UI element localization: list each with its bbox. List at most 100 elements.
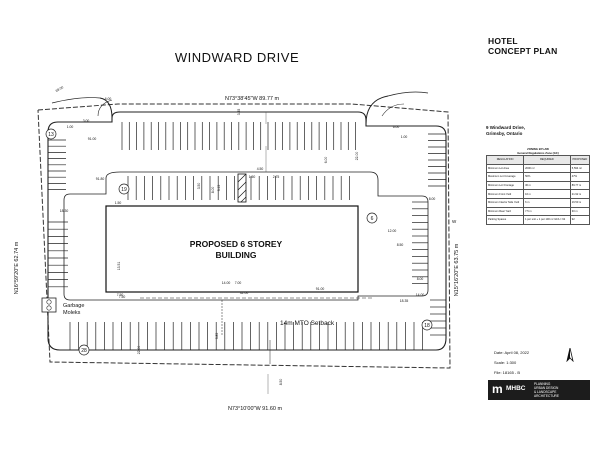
- entrance-west-curb-2: [97, 99, 113, 117]
- bearing-south: N73°10'00"W 91.60 m: [228, 406, 283, 412]
- table-cell: Minimum Lot Area: [485, 163, 525, 174]
- road-edge-east: [387, 91, 429, 97]
- bearing-north: N73°38'45"W 89.77 m: [225, 96, 280, 102]
- dimension-label: 3.35: [237, 109, 241, 116]
- dimension-label: 8.00: [417, 277, 424, 281]
- logo-mark: m: [492, 382, 503, 396]
- table-header: REQUIRED: [523, 155, 571, 165]
- parking-stalls-north: [121, 122, 356, 150]
- north-arrow-icon: [566, 348, 574, 362]
- logo-brand: MHBC: [506, 385, 526, 392]
- dimension-label: 8.00: [211, 187, 215, 194]
- garbage-enclosure: [41, 297, 57, 313]
- stall-count-19: 19: [118, 183, 130, 195]
- dimension-label: 1.00: [67, 125, 74, 129]
- building-label-line2: BUILDING: [215, 250, 256, 260]
- dimension-label: 3.85: [215, 333, 219, 340]
- dimension-label: 2.75: [273, 175, 280, 179]
- dimension-label: 7.50: [119, 295, 126, 299]
- dimension-label: 32.00: [240, 291, 249, 295]
- dimension-label: 14.00: [416, 293, 425, 297]
- title-block: HOTEL CONCEPT PLAN 9 Windward Drive, Gri…: [480, 30, 596, 460]
- address-line2: Grimsby, Ontario: [486, 130, 523, 136]
- sheet-title-line1: HOTEL: [488, 36, 518, 46]
- dimension-label: 13.51: [117, 262, 121, 271]
- street-label: WINDWARD DRIVE: [175, 50, 299, 65]
- table-cell: 1 per unit + 1 per 100 m² GFA = 92: [523, 215, 571, 225]
- table-cell: 7.5 m: [523, 206, 571, 217]
- dimension-label: 8.50: [279, 379, 283, 386]
- bearing-west: N16°59'20"E 62.74 m: [14, 241, 20, 294]
- table-cell: 6 m: [523, 197, 571, 208]
- zoning-table-subcaption: General Regulations Zone (GC): [517, 151, 559, 155]
- setback-label: 14m MTO Setback: [280, 320, 335, 327]
- entrance-west-curb: [99, 97, 113, 119]
- inner-island: [63, 171, 429, 301]
- dimension-label: 4.50: [257, 167, 264, 171]
- parking-stalls-east: [412, 133, 446, 336]
- address-line1: 9 Windward Drive,: [486, 125, 525, 130]
- table-cell: 30 m: [569, 206, 591, 217]
- table-cell: Minimum Lot Frontage: [485, 180, 525, 191]
- road-edge-west: [51, 97, 101, 104]
- dimension-label: 3.50: [197, 183, 201, 190]
- drawing-scale: Scale: 1:300: [494, 360, 517, 365]
- dimension-label: 1.50: [115, 201, 122, 205]
- svg-text:28: 28: [81, 348, 87, 354]
- dimension-label: 12.00: [388, 229, 397, 233]
- loading-bay: [237, 173, 247, 203]
- zoning-table-caption: ZONING BYLAW: [527, 147, 549, 151]
- dimension-label: 22.00: [137, 346, 141, 355]
- table-cell: 16.50 m: [569, 197, 591, 208]
- stall-count-6: 6: [366, 212, 378, 224]
- dimension-label: 6.00: [324, 157, 328, 164]
- dimension-label: 69.00: [55, 85, 64, 93]
- dimension-label: 18.35: [400, 299, 409, 303]
- dimension-label: 8.00: [429, 197, 436, 201]
- stall-count-13: 13: [45, 128, 57, 140]
- dimension-label: 22.00: [355, 152, 359, 161]
- parking-stalls-west: [48, 139, 68, 288]
- table-cell: 89.77 m: [569, 180, 591, 191]
- dimension-label: 91.80: [96, 177, 105, 181]
- firm-logo: m MHBC PLANNING URBAN DESIGN & LANDSCAPE…: [488, 380, 590, 400]
- table-cell: 16 m: [523, 189, 571, 199]
- table-header: PROPOSED: [569, 155, 591, 165]
- svg-text:6: 6: [371, 216, 374, 222]
- stall-count-28: 28: [78, 344, 90, 356]
- table-cell: 30 m: [523, 180, 571, 191]
- table-cell: Minimum Front Yard: [485, 189, 525, 199]
- stall-count-18: 18: [421, 319, 433, 331]
- drawing-file: File: 18165 - B: [494, 370, 521, 375]
- dimension-label: 91.00: [88, 137, 97, 141]
- zoning-table: ZONING BYLAW General Regulations Zone (G…: [485, 147, 591, 225]
- table-cell: Maximum Lot Coverage: [485, 172, 525, 182]
- dimension-label: 18.30: [60, 209, 69, 213]
- property-line: [37, 103, 451, 369]
- table-cell: 47%: [569, 172, 591, 182]
- building-footprint: [105, 205, 359, 293]
- dimension-label: 14.00: [222, 281, 231, 285]
- table-cell: Minimum Interior Side Yard: [485, 197, 525, 208]
- table-header: REGULATION: [485, 155, 525, 165]
- entrance-east-curb-2: [381, 103, 405, 117]
- dimension-label: 8.50: [397, 243, 404, 247]
- svg-text:13: 13: [48, 132, 54, 138]
- entrance-east-curb: [365, 95, 389, 125]
- dimension-label: 91.00: [316, 287, 325, 291]
- drawing-date: Date: April 08, 2022: [494, 350, 530, 355]
- garbage-label-line2: Moleks: [63, 310, 81, 316]
- dimension-label: 7.50: [117, 293, 124, 297]
- table-cell: 21.92 m: [569, 189, 591, 199]
- table-cell: 92: [569, 215, 591, 225]
- table-cell: 2000 m²: [523, 163, 571, 174]
- bearing-east: N15°16'20"E 63.75 m: [454, 243, 460, 296]
- parking-stalls-island: [127, 176, 350, 200]
